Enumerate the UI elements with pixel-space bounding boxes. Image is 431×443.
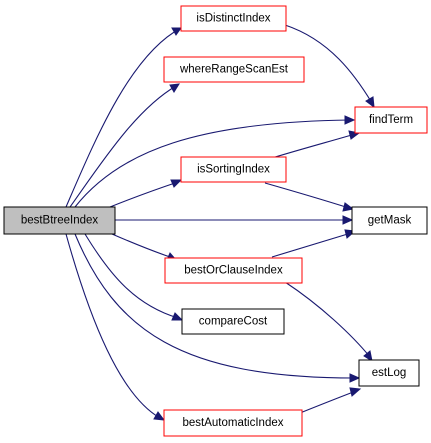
- node-label-bestOrClauseIndex: bestOrClauseIndex: [184, 265, 283, 277]
- edge-bestOrClauseIndex-getMask: [271, 229, 357, 258]
- node-box-isDistinctIndex: [180, 5, 287, 32]
- node-box-compareCost: [181, 308, 285, 335]
- nodes: bestBtreeIndex isDistinctIndex whereRang…: [3, 5, 428, 437]
- node-label-isSortingIndex: isSortingIndex: [197, 164, 270, 176]
- edge-bestBtreeIndex-getMask: [115, 215, 354, 225]
- node-getMask[interactable]: getMask: [351, 206, 428, 235]
- node-bestOrClauseIndex[interactable]: bestOrClauseIndex: [164, 257, 303, 284]
- node-label-getMask: getMask: [368, 215, 412, 227]
- edge-bestOrClauseIndex-estLog: [284, 281, 373, 363]
- node-box-bestOrClauseIndex: [164, 257, 303, 284]
- node-compareCost[interactable]: compareCost: [181, 308, 285, 335]
- edge-bestBtreeIndex-compareCost: [84, 233, 184, 321]
- node-box-whereRangeScanEst: [163, 56, 305, 83]
- edge-isSortingIndex-findTerm: [271, 130, 361, 159]
- edges: [65, 24, 375, 421]
- edge-bestBtreeIndex-findTerm: [74, 115, 356, 208]
- node-findTerm[interactable]: findTerm: [354, 106, 428, 134]
- node-bestAutomaticIndex[interactable]: bestAutomaticIndex: [163, 409, 303, 437]
- node-box-findTerm: [354, 106, 428, 134]
- edge-bestBtreeIndex-whereRangeScanEst: [69, 83, 180, 208]
- node-box-isSortingIndex: [180, 156, 287, 183]
- node-label-whereRangeScanEst: whereRangeScanEst: [179, 64, 289, 76]
- node-label-isDistinctIndex: isDistinctIndex: [196, 13, 270, 25]
- node-estLog[interactable]: estLog: [358, 359, 420, 387]
- edge-bestBtreeIndex-isDistinctIndex: [65, 27, 182, 208]
- node-box-bestBtreeIndex: [3, 206, 116, 235]
- node-label-compareCost: compareCost: [199, 316, 268, 328]
- node-label-estLog: estLog: [372, 367, 407, 379]
- edge-bestBtreeIndex-isSortingIndex: [109, 179, 183, 208]
- node-box-estLog: [358, 359, 420, 387]
- node-isDistinctIndex[interactable]: isDistinctIndex: [180, 5, 287, 32]
- node-whereRangeScanEst[interactable]: whereRangeScanEst: [163, 56, 305, 83]
- edge-bestBtreeIndex-estLog: [74, 233, 361, 383]
- edge-isDistinctIndex-findTerm: [284, 24, 375, 109]
- node-label-bestAutomaticIndex: bestAutomaticIndex: [182, 417, 283, 429]
- node-label-findTerm: findTerm: [369, 114, 413, 126]
- node-bestBtreeIndex[interactable]: bestBtreeIndex: [3, 206, 116, 235]
- node-box-bestAutomaticIndex: [163, 409, 303, 437]
- edge-bestBtreeIndex-bestAutomaticIndex: [65, 233, 166, 421]
- edge-isSortingIndex-getMask: [264, 182, 355, 212]
- node-box-getMask: [351, 206, 428, 235]
- edge-bestBtreeIndex-bestOrClauseIndex: [111, 233, 178, 261]
- node-label-bestBtreeIndex: bestBtreeIndex: [21, 215, 99, 227]
- edge-bestAutomaticIndex-estLog: [299, 387, 362, 414]
- node-isSortingIndex[interactable]: isSortingIndex: [180, 156, 287, 183]
